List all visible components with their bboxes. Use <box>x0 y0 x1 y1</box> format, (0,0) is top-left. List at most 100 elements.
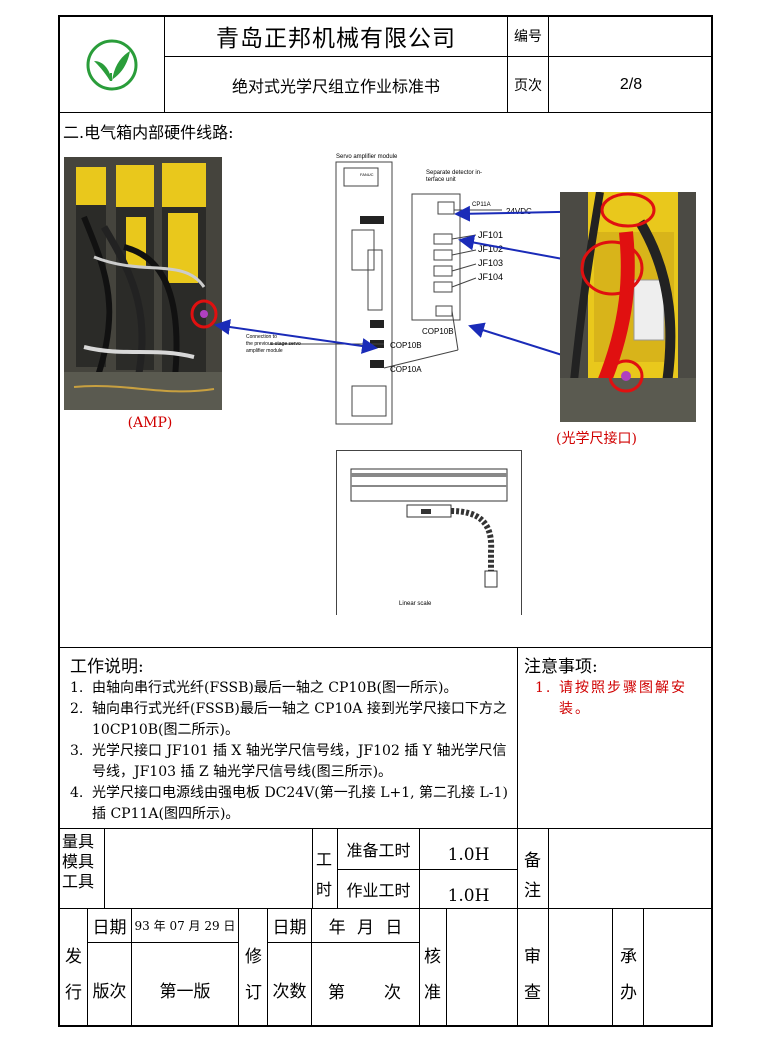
tools-label-tool: 工具 <box>62 872 95 891</box>
linear-scale-illustration: Linear scale <box>350 468 508 607</box>
footer-rev-mid-line <box>267 942 419 943</box>
document-frame <box>58 15 713 1027</box>
work-item-number: 4. <box>70 785 84 801</box>
diagram-label-detector-2: terface unit <box>426 177 456 183</box>
diagram-label-cop10b-servo: COP10B <box>390 341 422 350</box>
amp-photo <box>64 157 222 410</box>
linear-scale-label: Linear scale <box>399 601 432 607</box>
review-label-cha: 查 <box>524 983 541 1003</box>
header-value-divider <box>548 15 549 112</box>
work-list: 1. 由轴向串行式光纤(FSSB)最后一轴之 CP10B(图一所示)。 2. 轴向串… <box>70 678 510 825</box>
rev-count-label: 次数 <box>272 981 307 1002</box>
diagram-label-fanuc: FANUC <box>360 172 374 177</box>
doc-title: 绝对式光学尺组立作业标准书 <box>231 76 440 96</box>
tools-value-divider <box>312 828 313 908</box>
diagram-label-cop10a: COP10A <box>390 365 422 374</box>
issue-date-value: 93 年 07 月 29 日 <box>134 919 236 933</box>
note-item-text: 请按照步骤图解安装。 <box>559 680 687 717</box>
company-logo <box>60 17 164 112</box>
handler-label-ban: 办 <box>620 983 637 1003</box>
note-item-number: 1. <box>535 680 553 696</box>
amp-caption: (AMP) <box>127 415 173 431</box>
issue-version-label: 版次 <box>92 981 127 1002</box>
company-name: 青岛正邦机械有限公司 <box>216 25 456 52</box>
hours-value-divider <box>419 828 420 908</box>
rev-date-value: 年 月 日 <box>328 918 403 938</box>
tools-top-line <box>58 828 713 829</box>
diagram-label-cop10b-unit: COP10B <box>422 327 454 336</box>
rev-count-suffix: 次 <box>384 983 401 1003</box>
remarks-divider <box>517 828 518 908</box>
tools-label: 量具 模具 工具 <box>62 832 94 892</box>
section-heading: 二.电气箱内部硬件线路: <box>63 123 234 142</box>
footer-divider-8 <box>517 908 518 1027</box>
footer-divider-5 <box>311 908 312 1027</box>
footer-divider-3 <box>238 908 239 1027</box>
work-hours-value: 1.0H <box>447 886 490 906</box>
number-label: 编号 <box>514 28 542 45</box>
work-item: 2. 轴向串行式光纤(FSSB)最后一轴之 CP10A 接到光学尺接口下方之 10… <box>70 699 510 741</box>
approve-label-zhun: 准 <box>424 983 441 1003</box>
remarks-label-bei: 备 <box>524 851 541 871</box>
hours-label-gong: 工 <box>316 850 333 869</box>
prep-hours-label: 准备工时 <box>346 841 411 860</box>
diagram-label-detector-1: Separate detector in- <box>426 170 482 176</box>
footer-divider-6 <box>419 908 420 1027</box>
issue-version-value: 第一版 <box>159 981 211 1002</box>
diagram-label-jf104: JF104 <box>478 272 503 282</box>
hours-label-shi: 时 <box>316 880 333 899</box>
work-item-text: 光学尺接口电源线由强电板 DC24V(第一孔接 L+1, 第二孔接 L-1)插 … <box>92 785 508 822</box>
rev-label-ding: 订 <box>245 983 262 1003</box>
header-label-divider <box>507 15 508 112</box>
work-item-text: 光学尺接口 JF101 插 X 轴光学尺信号线，JF102 插 Y 轴光学尺信号… <box>92 743 507 780</box>
tools-label-measure: 量具 <box>62 832 95 851</box>
amp-photo-illustration <box>64 157 222 410</box>
footer-divider-11 <box>643 908 644 1027</box>
rev-count-prefix: 第 <box>328 983 345 1003</box>
remarks-label-zhu: 注 <box>524 881 541 901</box>
arrow-amp-to-servo <box>214 319 378 354</box>
header-mid-line <box>164 56 713 57</box>
footer-divider-7 <box>446 908 447 1027</box>
rev-label-xiu: 修 <box>245 947 262 967</box>
work-item-number: 2. <box>70 701 84 717</box>
tools-label-divider <box>104 828 105 908</box>
page-value: 2/8 <box>619 75 643 93</box>
footer-divider-4 <box>267 908 268 1027</box>
work-item: 3.光学尺接口 JF101 插 X 轴光学尺信号线，JF102 插 Y 轴光学尺… <box>70 741 510 783</box>
hours-mid-line <box>337 869 517 870</box>
footer-divider-9 <box>548 908 549 1027</box>
work-item-text: 轴向串行式光纤(FSSB)最后一轴之 CP10A 接到光学尺接口下方之 10CP… <box>92 701 507 738</box>
tools-label-mold: 模具 <box>62 852 95 871</box>
work-notes-divider <box>517 647 518 828</box>
handler-label-cheng: 承 <box>620 947 637 967</box>
header-bottom-line <box>58 112 713 113</box>
diagram-label-servo: Servo amplifier module <box>336 154 398 160</box>
footer-divider-2 <box>131 908 132 1027</box>
header-logo-divider <box>164 15 165 112</box>
work-hours-label: 作业工时 <box>346 881 411 900</box>
leaf-logo-icon <box>86 39 138 90</box>
work-title: 工作说明: <box>70 657 144 677</box>
issue-label-xing: 行 <box>65 983 82 1003</box>
work-item: 4. 光学尺接口电源线由强电板 DC24V(第一孔接 L+1, 第二孔接 L-1)… <box>70 783 510 825</box>
notes-list: 1. 请按照步骤图解安装。 <box>535 678 707 720</box>
issue-date-label: 日期 <box>92 918 127 938</box>
footer-issue-mid-line <box>87 942 238 943</box>
work-item: 1. 由轴向串行式光纤(FSSB)最后一轴之 CP10B(图一所示)。 <box>70 678 510 699</box>
remarks-value <box>549 829 713 908</box>
scale-interface-photo <box>560 192 696 422</box>
approve-label-he: 核 <box>424 947 441 967</box>
prep-hours-value: 1.0H <box>447 845 490 865</box>
tools-value <box>105 828 312 908</box>
footer-divider-10 <box>612 908 613 1027</box>
scale-interface-caption: (光学尺接口) <box>556 431 637 447</box>
footer-divider-1 <box>87 908 88 1027</box>
issue-label-fa: 发 <box>65 947 82 967</box>
rev-date-label: 日期 <box>272 918 307 938</box>
work-item-text: 由轴向串行式光纤(FSSB)最后一轴之 CP10B(图一所示)。 <box>92 680 458 696</box>
remarks-value-divider <box>548 828 549 908</box>
work-item-number: 1. <box>70 680 84 696</box>
section-bottom-line <box>58 647 713 648</box>
notes-title: 注意事项: <box>524 657 598 677</box>
